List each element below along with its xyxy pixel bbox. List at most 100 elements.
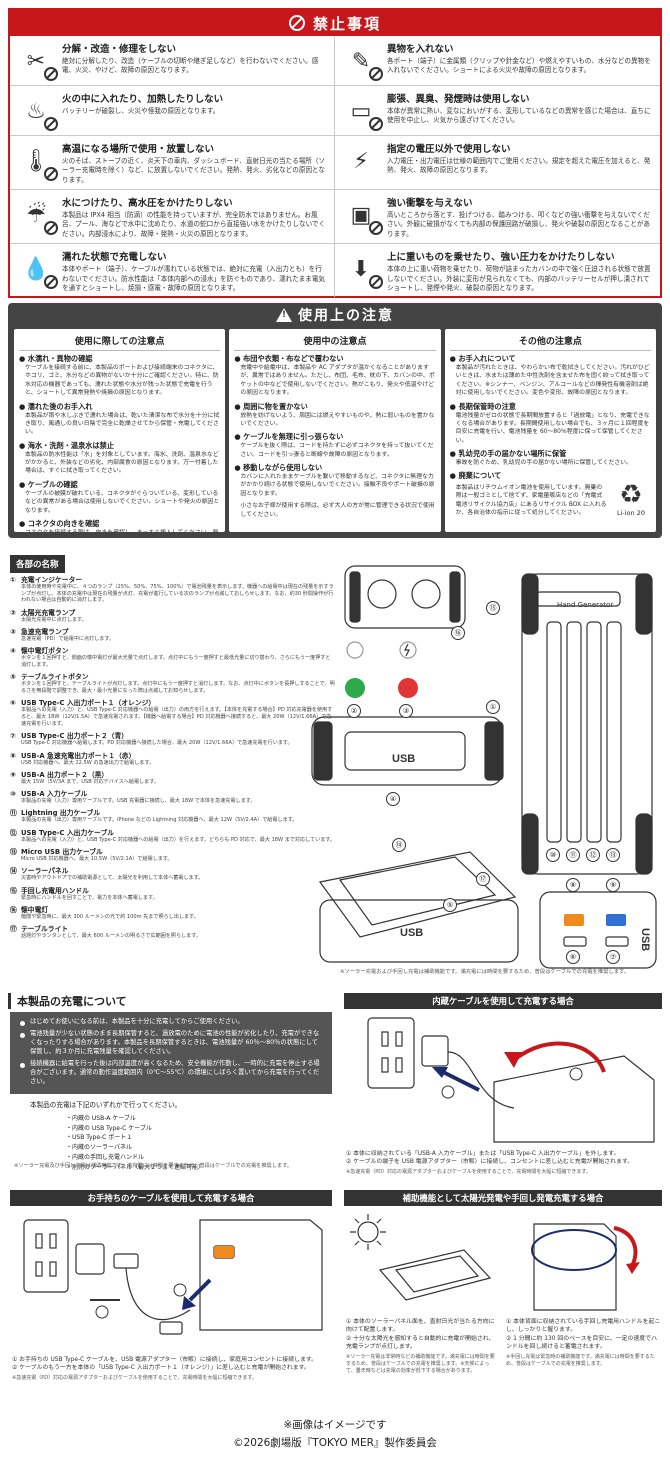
charging-notice-box: はじめてお使いになる前は、本製品を十分に充電してからご使用ください。電池残量が少… (10, 1012, 332, 1094)
ban-icon (44, 117, 58, 131)
usage-item-body: 電池残量がゼロの状態で長期間放置すると「過放電」となり、充電できなくなる場合があ… (455, 412, 650, 444)
wrench-screwdriver-icon: ✂ (16, 41, 58, 81)
callout-9: ⑨ (606, 878, 620, 892)
part-description: 最大 15W（5V/3A まで、USB 対応デバイスへ給電します。 (21, 778, 159, 785)
usage-item: ● 長期保管時の注意電池残量がゼロの状態で長期間放置すると「過放電」となり、充電… (450, 402, 651, 446)
charging-note: ※ソーラー充電及び手回し充電は補助機能です。満充電には時間を要するため、普段はケ… (14, 1163, 292, 1169)
step-text: ② ケーブルのもう一方を本体の「USB Type-C 入出力ポート１（オレンジ）… (12, 1365, 310, 1372)
part-name-text: 懐中電灯ボタン (21, 647, 69, 656)
usage-section: 使用上の注意 使用に際しての注意点● 水濡れ・異物の確認ケーブルを接続する前に、… (8, 303, 662, 538)
usage-item-title-text: 濡れた後のお手入れ (27, 401, 93, 411)
part-description: ボタンを１回押すと、側面の懐中電灯が最大光量で点灯します。点灯中にもう一度押すと… (21, 655, 331, 669)
usage-item-title-text: 周囲に物を置かない (243, 401, 308, 411)
part-number: ⑦ (10, 732, 16, 741)
usage-item-title-text: ケーブルを無理に引っ張らない (243, 432, 344, 442)
part-number: ⑨ (10, 770, 16, 779)
usage-column: その他の注意点● お手入れについて本製品が汚れたときは、やわらかい布で乾拭きして… (444, 329, 656, 532)
prohibition-body: 火のそば、ストーブの近く、炎天下の車内、ダッシュボード、直射日光の当たる場所（ソ… (62, 157, 326, 184)
usage-item-title-text: お手入れについて (458, 354, 516, 363)
parts-title: 各部の名称 (10, 555, 65, 573)
solar-steps: ① 本体のソーラーパネル面を、直射日光が当たる方向に向けて配置します。② 十分な… (346, 1318, 498, 1375)
step-text: ① 本体のソーラーパネル面を、直射日光が当たる方向に向けて配置します。 (346, 1319, 495, 1334)
prohibition-item: 💧濡れた状態で充電しない本体やポート（端子）、ケーブルが濡れている状態では、絶対… (10, 244, 335, 298)
prohibition-text: 高温になる場所で使用・放置しない火のそば、ストーブの近く、炎天下の車内、ダッシュ… (62, 141, 328, 185)
part-description: USB Type-C 対応機器へ給電します。PD 対応機器へ接続した場合、最大 … (21, 740, 293, 747)
wet-cable-icon: 💧 (16, 249, 58, 290)
part-description: 太陽光充電中に点灯します。 (21, 616, 87, 623)
step-note: ※急速充電（PD）対応の電源アダプターおよびケーブルを使用することで、充電時間を… (346, 1168, 591, 1175)
part-name-text: テーブルライトボタン (21, 673, 89, 682)
charging-method: ・内蔵の USB Type-C ケーブル (66, 1124, 152, 1132)
recycle-label: Li-ion 20 (616, 509, 645, 518)
callout-15: ⑮ (486, 601, 500, 615)
part-description: 本製品の充電（出力）専用ケーブルです。iPhone などの Lightning … (21, 817, 298, 824)
step-text: ② 十分な太陽光を感知すると自動的に充電が開始され、充電ランプが点灯します。 (346, 1335, 495, 1351)
flashlight-lens-left (367, 579, 397, 609)
usage-item-title: ● 水濡れ・異物の確認 (19, 354, 93, 363)
usage-column: 使用に際しての注意点● 水濡れ・異物の確認ケーブルを接続する前に、本製品のポート… (14, 329, 226, 532)
usage-item-title: ● 移動しながら使用しない (234, 463, 323, 472)
part-name-text: USB Type-C 入出力ポート１（オレンジ） (21, 699, 156, 708)
prohibition-title: 強い衝撃を与えない (387, 198, 473, 210)
usage-item-title: ● 海水・洗剤・温泉水は禁止 (19, 440, 115, 450)
part-number: ⑭ (10, 867, 17, 876)
prohibition-body: 絶対に分解したり、改造（ケーブルの切断や継ぎ足しなど）を行わないでください。感電… (62, 57, 319, 75)
prohibited-icon (288, 15, 305, 31)
usage-item-title-text: 長期保管時の注意 (458, 401, 516, 411)
step-text: ② 1 分間に約 130 回のペースを目安に、一定の速度でハンドルを回し続けると… (506, 1335, 657, 1351)
own-cable-illustration (23, 1219, 323, 1335)
usage-header: 使用上の注意 (8, 303, 662, 327)
part-description: ボタンを１回押すと、テーブルライトが点灯します。点灯中にもう一度押すと消灯します… (21, 681, 335, 695)
step-text: ① お手持ちの USB Type-C ケーブルを、USB 電源アダプター（市販）… (12, 1357, 318, 1363)
part-description: 話題灯やランタンとして、最大 600 ルーメンの明るさで広範囲を照らします。 (21, 933, 201, 940)
prohibitions-grid: ✂分解・改造・修理をしない絶対に分解したり、改造（ケーブルの切断や継ぎ足しなど）… (10, 36, 660, 298)
part-description: 本製品への充電（入力）と、USB Type-C 対応機器への給電（出力）を行えま… (21, 836, 335, 843)
product-diagram-illustration: USB USB USB (311, 565, 657, 969)
bullet-icon (20, 1032, 25, 1038)
back-view-body (521, 573, 653, 875)
usage-item-title-text: 布団や衣類・布などで覆わない (243, 354, 344, 363)
usage-item-title-text: 乳幼児の手の届かない場所に保管 (458, 449, 567, 458)
charging-notice-text: 電池残量が少ない状態のまま長期保管すると、過放電のために電池の性能が劣化したり、… (30, 1029, 320, 1055)
prohibition-text: 膨張、異臭、発煙時は使用しない本体が異常に熱い、変なにおいがする、変形しているな… (387, 91, 654, 131)
prohibition-text: 上に重いものを乗せたり、強い圧力をかけたりしない本体の上に重い荷物を乗せたり、荷… (387, 249, 654, 293)
usage-item-title-text: 廃棄について (458, 471, 502, 481)
part-description: 緊急時にハンドルを回すことで、電力を本体へ蓄電します。 (21, 894, 158, 901)
usage-item: ● 廃棄について本製品はリチウムイオン電池を使用しています。廃棄の際は一般ゴミと… (450, 471, 651, 517)
prohibition-item: 🌡高温になる場所で使用・放置しない火のそば、ストーブの近く、炎天下の車内、ダッシ… (10, 136, 335, 191)
usage-item-title-text: 海水・洗剤・温泉水は禁止 (27, 440, 115, 450)
builtin-cable-steps: ① 本体に収納されている「USB-A 入力ケーブル」または「USB Type-C… (346, 1150, 660, 1176)
usage-item-body: ケーブルの被膜が破れている、コネクタがぐらついている、変形しているなどの異常があ… (25, 490, 220, 514)
prohibition-body: バッテリーが破裂し、火災や怪我の原因となります。 (62, 107, 220, 115)
charging-notice-item: はじめてお使いになる前は、本製品を十分に充電してからご使用ください。 (20, 1018, 322, 1027)
prohibition-text: 火の中に入れたり、加熱したりしないバッテリーが破裂し、火災や怪我の原因となります… (62, 91, 328, 131)
charging-method: ・内蔵の USB-A ケーブル (66, 1115, 136, 1122)
part-number: ⑮ (10, 886, 17, 895)
usb-label-side: USB (392, 753, 415, 765)
usb-label-port: USB (639, 928, 651, 951)
part-name-text: USB-A 入力ケーブル (21, 790, 88, 799)
ban-icon (369, 221, 383, 236)
part-name-text: 充電インジケーター (21, 576, 83, 584)
prohibition-item: ✂分解・改造・修理をしない絶対に分解したり、改造（ケーブルの切断や継ぎ足しなど）… (10, 36, 335, 86)
part-name-text: 懐中電灯 (21, 906, 49, 914)
prohibition-title: 上に重いものを乗せたり、強い圧力をかけたりしない (387, 252, 615, 264)
prohibition-item: ▣強い衝撃を与えない高いところから落とす、投げつける、踏みつける、叩くなどの強い… (335, 190, 660, 245)
prohibition-item: ⚡指定の電圧以外で使用しない入力電圧・出力電圧は仕様の範囲内でご使用ください。規… (335, 136, 660, 191)
prohibition-title: 指定の電圧以外で使用しない (387, 144, 511, 155)
prohibition-text: 水につけたり、高水圧をかけたりしない本製品は IPX4 相当（防滴）の性能を持っ… (62, 195, 328, 239)
prohibition-body: 本体の上に重い荷物を乗せたり、荷物が詰まったカバンの中で強く圧迫される状態で放置… (387, 265, 651, 292)
